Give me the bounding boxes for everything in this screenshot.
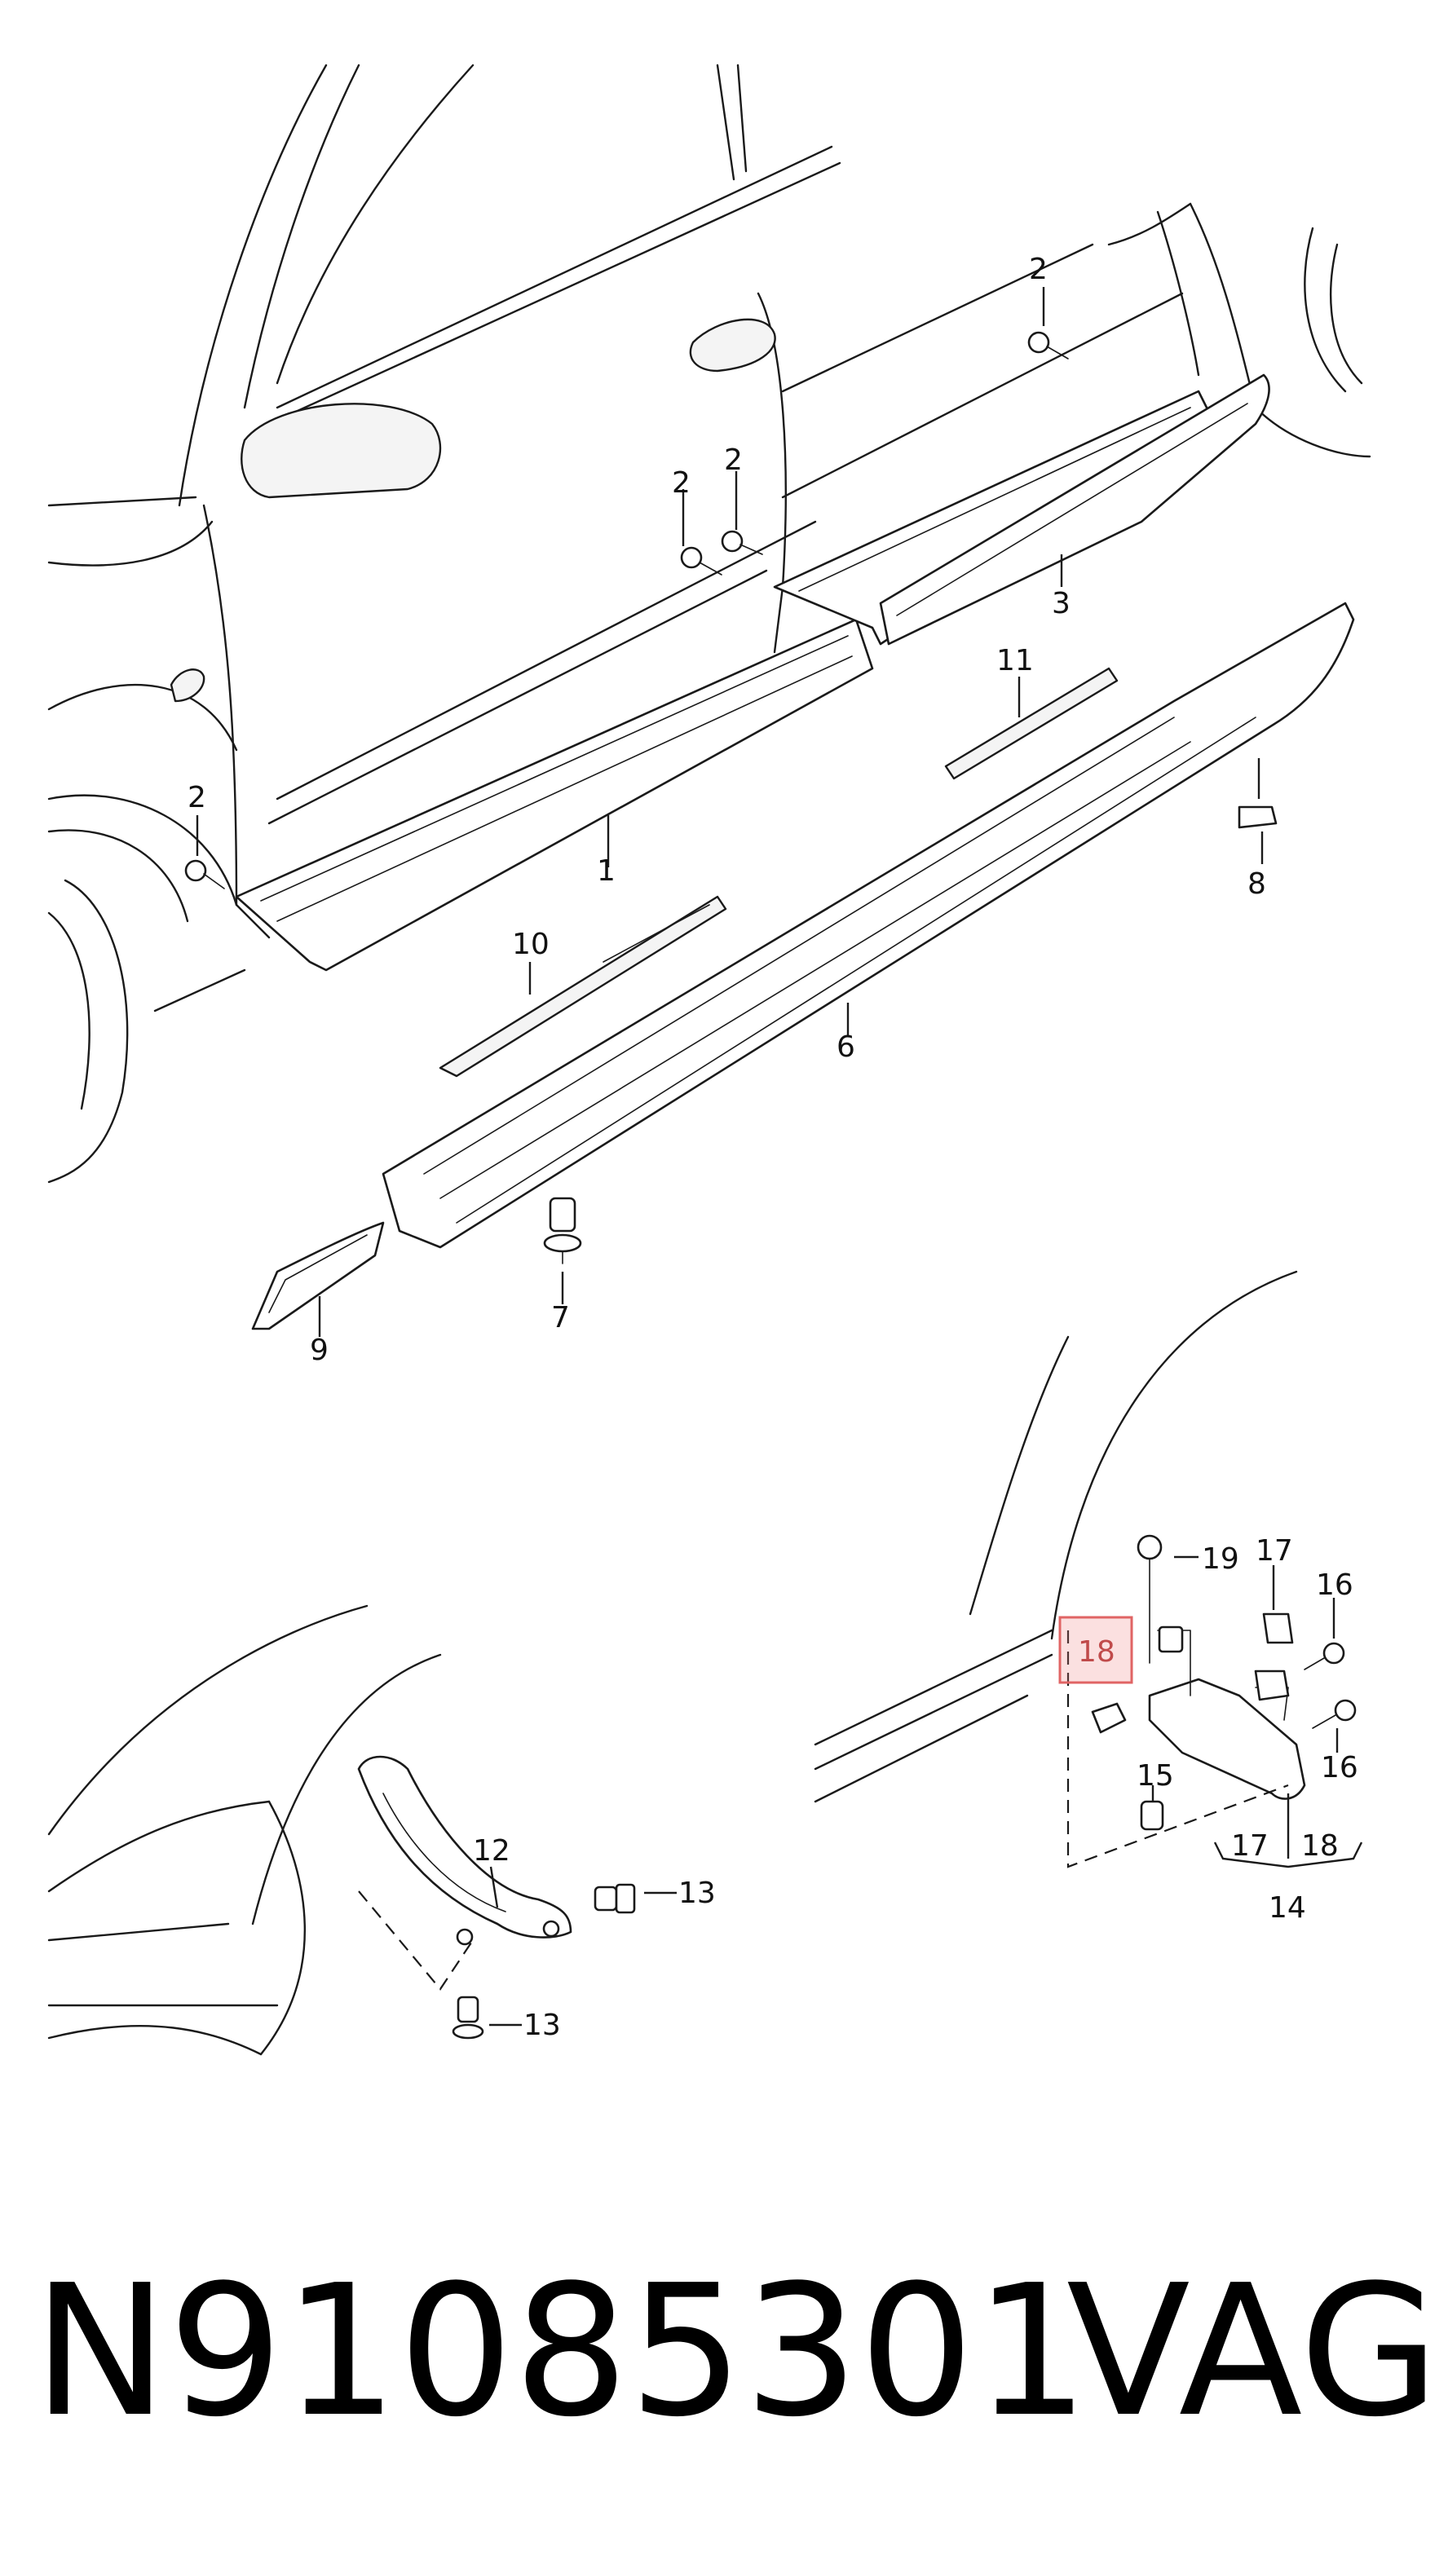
- rear-insert-strip: [944, 667, 1119, 780]
- callout-label: 2: [672, 466, 691, 500]
- part-number-label: N91085301: [33, 2247, 1090, 2457]
- callout-label: 17: [1231, 1829, 1269, 1863]
- callout-label: 2: [1029, 253, 1048, 286]
- callout-label: 13: [678, 1877, 716, 1910]
- clip-icon: [543, 1197, 582, 1264]
- screw-icon: [1027, 331, 1069, 359]
- sill-insert-strip: [439, 895, 727, 1078]
- clip-icon: [1140, 1800, 1164, 1831]
- callout-label: 2: [724, 443, 743, 477]
- screw-icon: [1137, 1534, 1163, 1664]
- clip-icon: [452, 1996, 484, 2040]
- callout-label: 14: [1269, 1891, 1306, 1925]
- callout-label: 9: [310, 1334, 329, 1367]
- main-sill-panel: [382, 602, 1355, 1249]
- screw-icon: [721, 530, 763, 555]
- callout-label: 6: [837, 1030, 855, 1064]
- callout-label: 2: [188, 781, 206, 814]
- rear-door-sill-trim: [773, 390, 1216, 646]
- screw-icon: [1304, 1642, 1345, 1670]
- screw-icon: [1312, 1699, 1357, 1729]
- callout-label: 16: [1321, 1751, 1358, 1784]
- highlighted-callout-label: 18: [1078, 1635, 1115, 1669]
- callout-label: 19: [1202, 1542, 1239, 1576]
- rear-sill-end-trim: [879, 373, 1270, 646]
- car-body-outline: [47, 64, 1371, 1184]
- front-wheel-arch-view: [47, 1604, 677, 2056]
- screw-fasteners: [184, 331, 1278, 1264]
- screw-icon: [184, 859, 225, 889]
- brand-label: VAG: [1066, 2247, 1440, 2457]
- callout-label: 17: [1256, 1534, 1293, 1568]
- callout-label: 16: [1316, 1568, 1353, 1602]
- callout-label: 15: [1137, 1759, 1174, 1793]
- callout-label: 8: [1247, 867, 1266, 901]
- callout-labels: 2 2 2 2 3 1 11 8 10 6 7 9 12 13 13 19 17…: [188, 253, 1358, 2042]
- callout-label: 11: [996, 644, 1034, 677]
- mudflap-assembly-view: [814, 1270, 1363, 1868]
- leader-lines-upper: [196, 287, 1264, 1337]
- callout-label: 7: [551, 1301, 570, 1334]
- clip-icon: [1262, 1612, 1294, 1644]
- callout-label: 13: [523, 2009, 561, 2042]
- callout-label: 18: [1301, 1829, 1339, 1863]
- callout-label: 10: [512, 928, 550, 961]
- callout-label: 1: [597, 854, 616, 888]
- callout-label: 3: [1052, 587, 1071, 620]
- front-corner-piece: [251, 1221, 385, 1330]
- exploded-parts-diagram: 2 2 2 2 3 1 11 8 10 6 7 9 12 13 13 19 17…: [47, 64, 1371, 2056]
- clip-icon: [1091, 1702, 1127, 1734]
- front-door-sill-trim: [235, 618, 874, 972]
- clip-icon: [1238, 805, 1278, 829]
- screw-icon: [680, 546, 722, 576]
- highlight-box: [1058, 1616, 1133, 1684]
- callout-label: 12: [473, 1834, 510, 1868]
- clip-icon: [594, 1883, 636, 1914]
